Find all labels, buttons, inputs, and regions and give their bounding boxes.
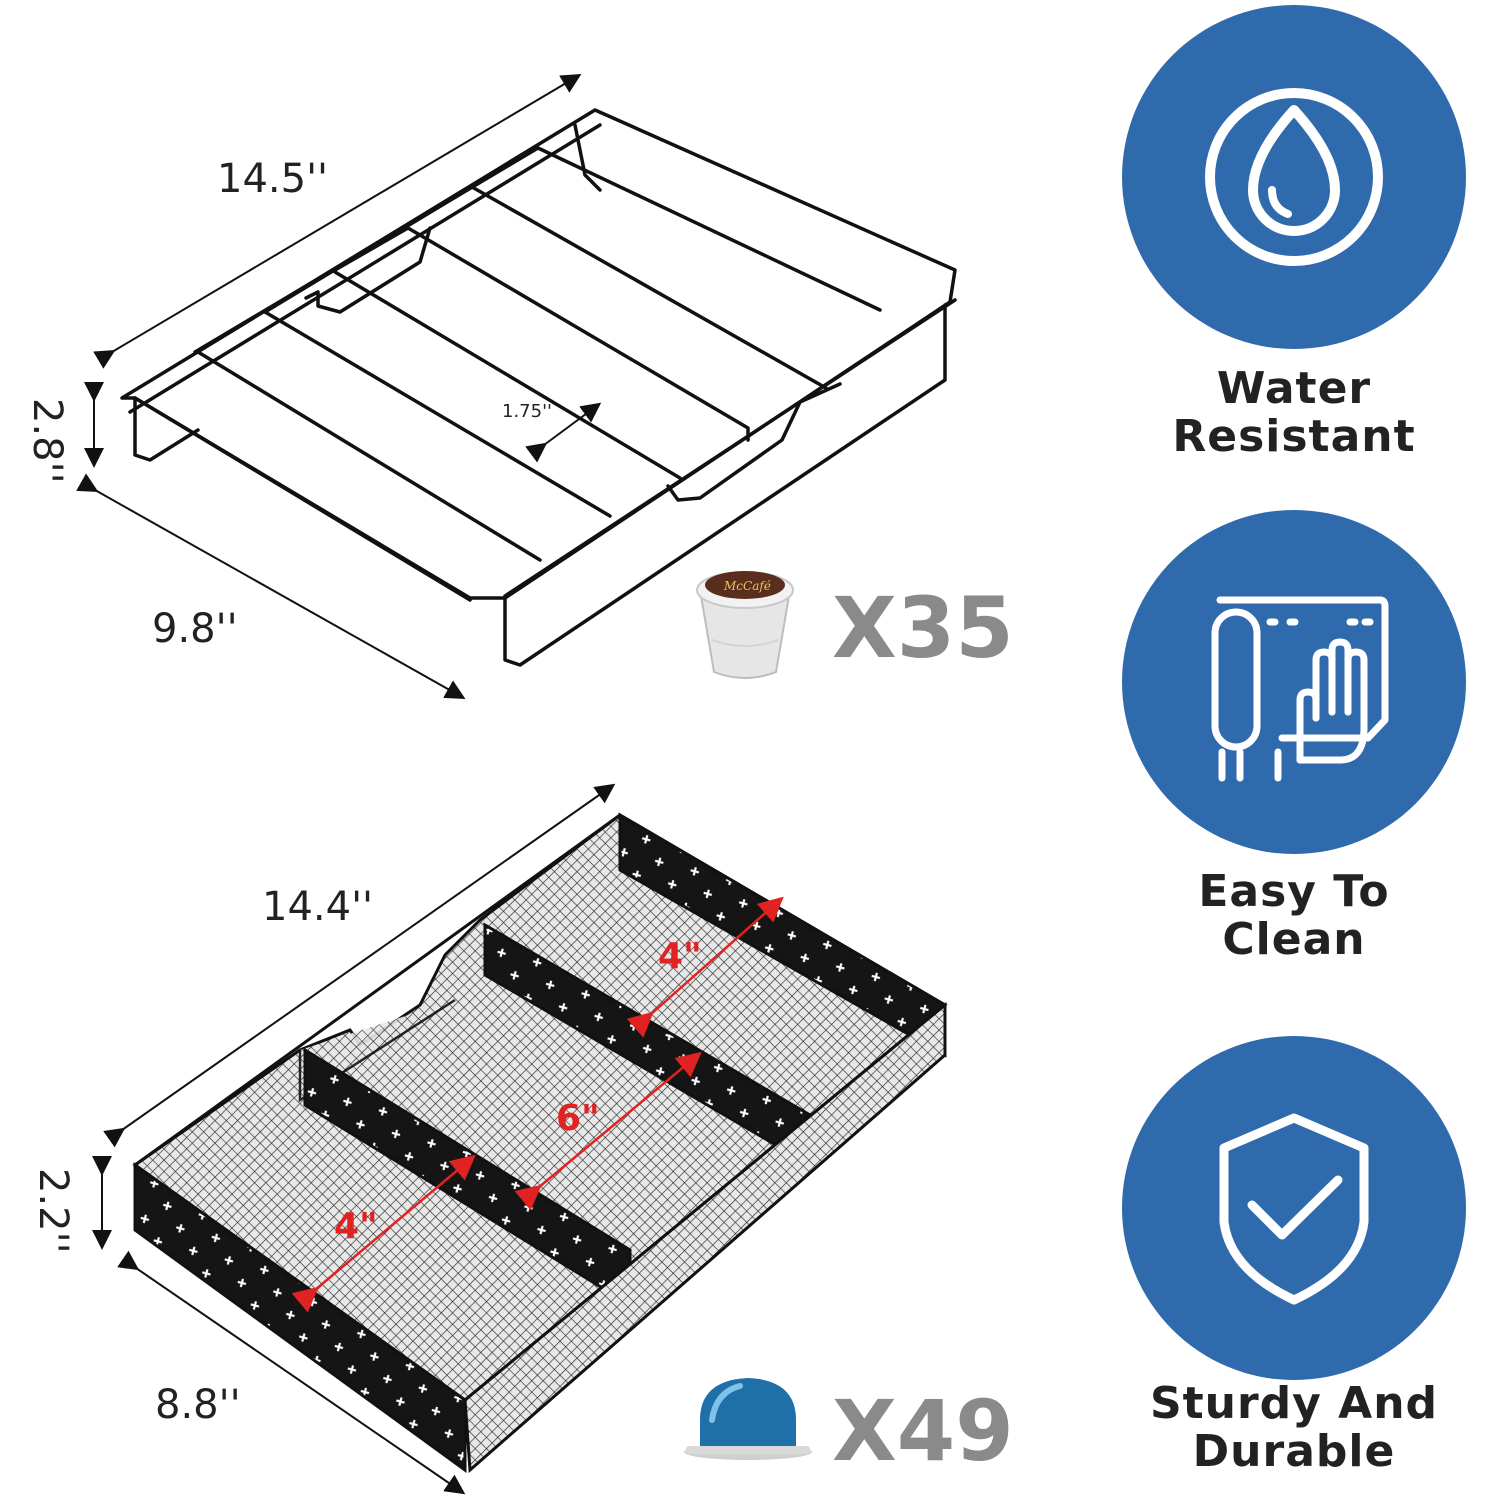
rack-height-label: 2.8'' xyxy=(24,398,70,484)
drawer-length-label: 14.4'' xyxy=(262,884,373,930)
rack-slot-width-label: 1.75'' xyxy=(502,401,552,422)
drawer-capacity-count: X49 xyxy=(832,1382,1014,1480)
feature-water-line1: Water xyxy=(1216,363,1372,414)
feature-durable-line2: Durable xyxy=(1192,1426,1396,1477)
drawer-section-middle-label: 6" xyxy=(556,1098,600,1139)
feature-durable-line1: Sturdy And xyxy=(1149,1378,1439,1429)
rack-width-label: 9.8'' xyxy=(152,606,238,652)
feature-clean-line2: Clean xyxy=(1222,914,1366,965)
shield-check-icon xyxy=(1219,1113,1369,1305)
pod-brand-label: McCafé xyxy=(723,579,771,593)
feature-label-durable: Sturdy And Durable xyxy=(1114,1380,1474,1476)
vertuo-capsule-icon xyxy=(684,1378,812,1460)
feature-label-clean: Easy To Clean xyxy=(1114,868,1474,964)
feature-badge-durable xyxy=(1122,1036,1466,1380)
rack-length-label: 14.5'' xyxy=(217,156,328,202)
water-drop-icon xyxy=(1248,105,1340,236)
mesh-drawer-illustration xyxy=(132,812,948,1474)
feature-badge-clean xyxy=(1122,510,1466,854)
k-cup-pod-icon: McCafé xyxy=(696,571,794,679)
drawer-width-label: 8.8'' xyxy=(155,1382,241,1428)
drawer-section-left-label: 4" xyxy=(334,1206,378,1247)
feature-label-water: Water Resistant xyxy=(1114,365,1474,461)
drawer-dimension-arrows xyxy=(92,783,616,1495)
feature-water-line2: Resistant xyxy=(1172,411,1416,462)
feature-clean-line1: Easy To xyxy=(1198,866,1390,917)
drawer-height-label: 2.2'' xyxy=(30,1168,76,1254)
rack-dimension-arrows xyxy=(76,73,602,699)
drawer-section-arrows xyxy=(291,896,784,1313)
hand-wipe-icon xyxy=(1211,596,1389,782)
rack-capacity-count: X35 xyxy=(832,579,1014,677)
feature-badge-water xyxy=(1122,5,1466,349)
drawer-section-right-label: 4" xyxy=(658,936,702,977)
